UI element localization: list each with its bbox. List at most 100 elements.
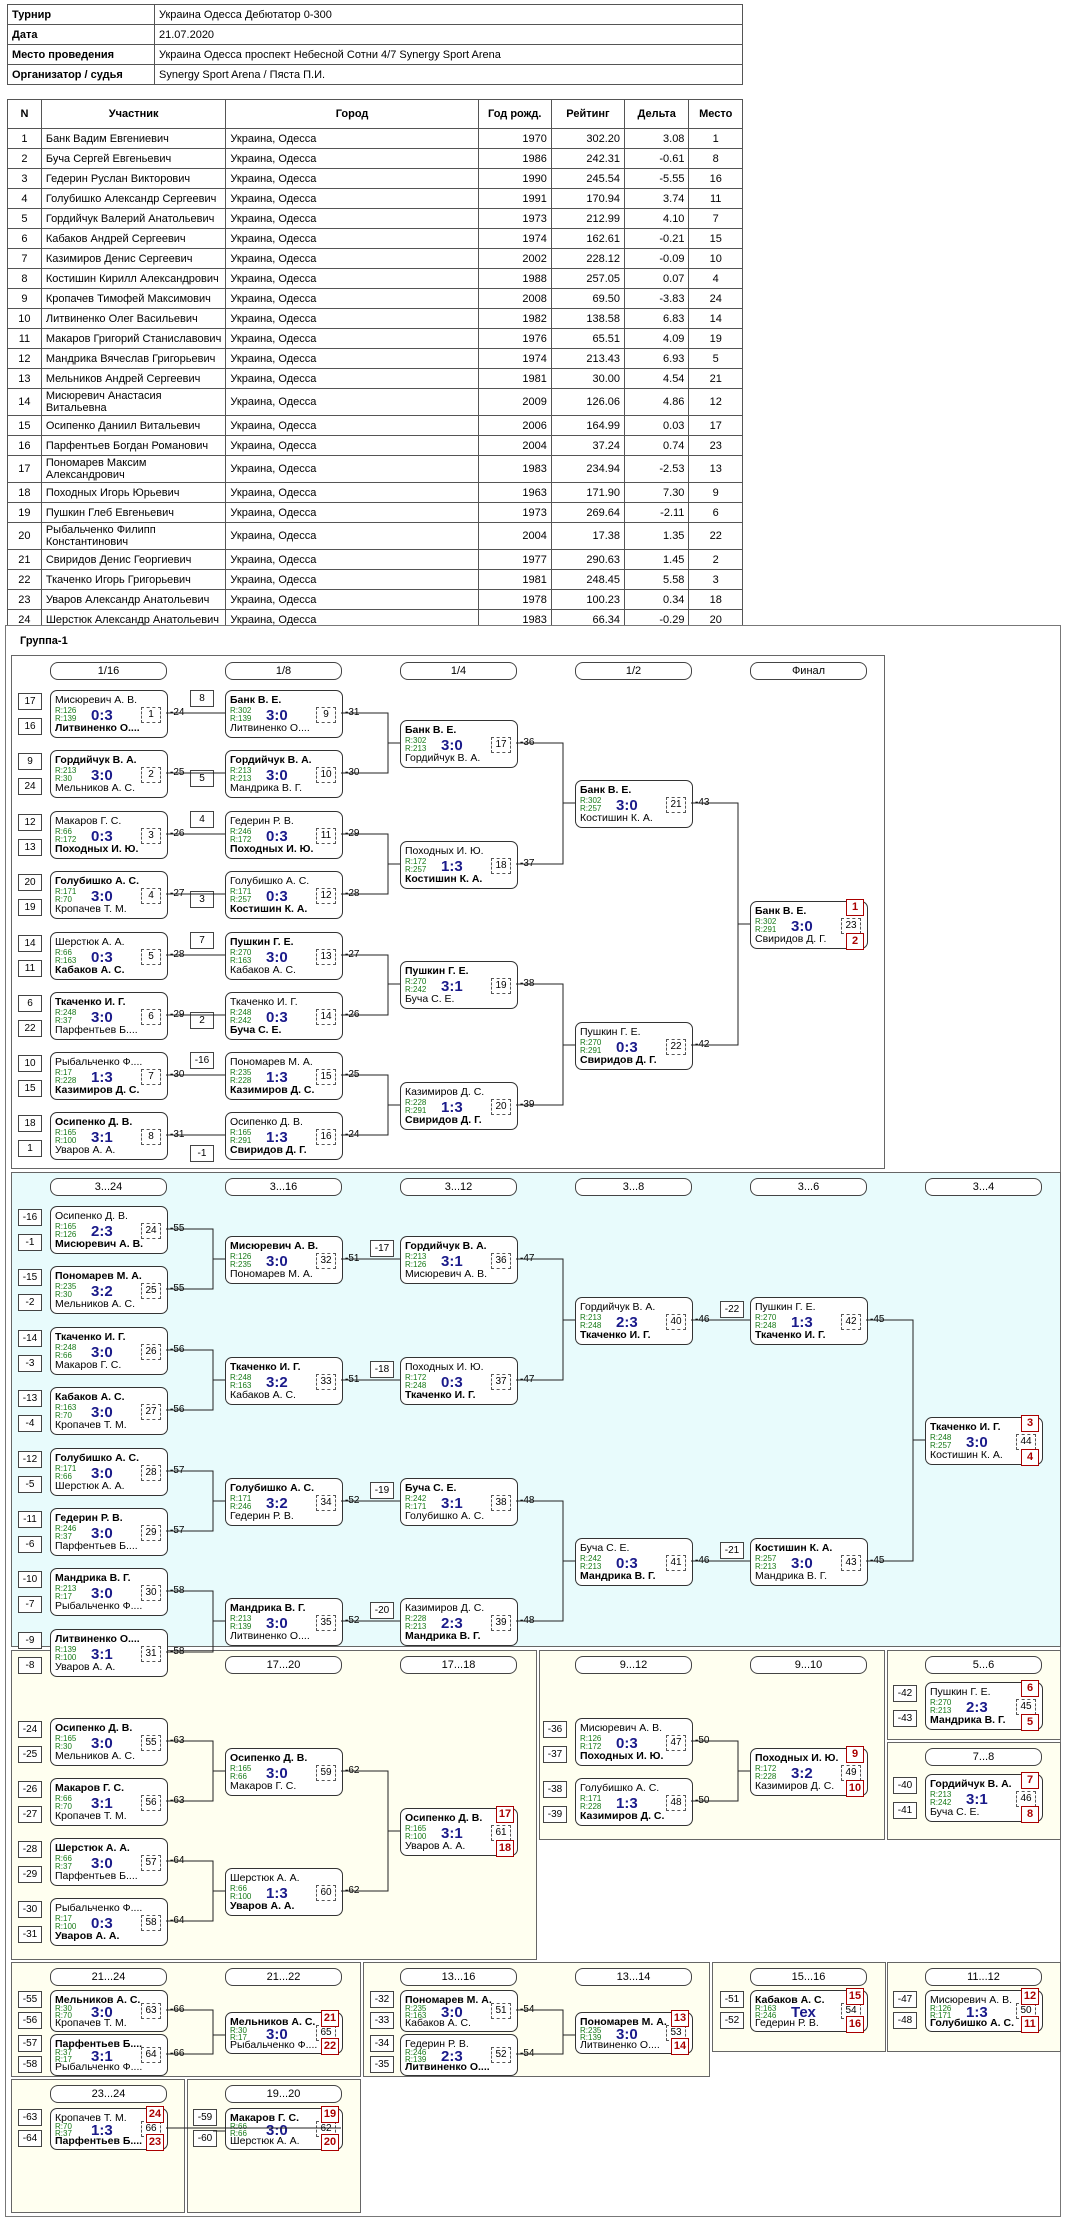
- loser-destination: -56: [170, 1344, 185, 1355]
- match-player-2: Кропачев Т. М.: [55, 2017, 127, 2029]
- match-player-2: Свиридов Д. Г.: [230, 1144, 307, 1156]
- loser-destination: -50: [695, 1795, 710, 1806]
- match-player-2: Макаров Г. С.: [230, 1780, 297, 1792]
- match-score: 3:1: [91, 1646, 113, 1663]
- match-score: 3:0: [266, 707, 288, 724]
- player-1-rating: R:172: [405, 857, 427, 866]
- table-cell: 7: [688, 208, 743, 229]
- table-cell: 6.93: [624, 348, 690, 369]
- seed-label: 18: [18, 1115, 42, 1132]
- player-2-rating: R:163: [405, 2011, 427, 2020]
- match-number: 38: [491, 1495, 511, 1511]
- seed-label: -7: [18, 1596, 42, 1613]
- player-1-rating: R:165: [230, 1764, 252, 1773]
- table-cell: 0.03: [624, 415, 690, 436]
- seed-label: 16: [18, 718, 42, 735]
- match-score: 3:0: [266, 767, 288, 784]
- match-number: 34: [316, 1495, 336, 1511]
- seed-label: -55: [18, 1991, 42, 2008]
- seed-label: -3: [18, 1355, 42, 1372]
- table-cell: Макаров Григорий Станиславович: [40, 328, 227, 349]
- match-number: 32: [316, 1253, 336, 1269]
- seed-label: 11: [18, 960, 42, 977]
- place-label: 11: [1021, 2016, 1039, 2033]
- info-key: Место проведения: [7, 44, 155, 65]
- match-player-1: Гедерин Р. В.: [230, 815, 294, 827]
- player-1-rating: R:242: [405, 1494, 427, 1503]
- table-cell: Украина, Одесса: [225, 308, 479, 329]
- table-cell: Литвиненко Олег Васильевич: [40, 308, 227, 329]
- match-number: 31: [141, 1646, 161, 1662]
- table-cell: Украина, Одесса: [225, 522, 479, 550]
- player-2-rating: R:17: [55, 2055, 72, 2064]
- match-player-1: Мельников А. С.: [230, 2016, 316, 2028]
- loser-destination: -46: [695, 1314, 710, 1325]
- match-player-1: Гордийчук В. А.: [230, 754, 312, 766]
- table-cell: 20: [7, 522, 42, 550]
- match-number: 33: [316, 1374, 336, 1390]
- match-score: 3:0: [91, 767, 113, 784]
- table-cell: Украина, Одесса: [225, 549, 479, 570]
- table-cell: Буча Сергей Евгеньевич: [40, 148, 227, 169]
- match-player-1: Кропачев Т. М.: [55, 2112, 127, 2124]
- seed-label: 9: [18, 753, 42, 770]
- table-cell: Осипенко Даниил Витальевич: [40, 415, 227, 436]
- match-number: 46: [1016, 1791, 1036, 1807]
- place-label: 3: [1021, 1415, 1039, 1432]
- match-score: 3:1: [91, 2048, 113, 2065]
- match-player-2: Уваров А. А.: [55, 1930, 120, 1942]
- match-player-1: Гордийчук В. А.: [55, 754, 137, 766]
- seed-label: -60: [193, 2130, 217, 2147]
- player-1-rating: R:66: [230, 1884, 247, 1893]
- player-1-rating: R:248: [55, 1008, 77, 1017]
- loser-destination: -47: [520, 1374, 535, 1385]
- loser-destination: -58: [170, 1585, 185, 1596]
- match-number: 45: [1016, 1699, 1036, 1715]
- match-player-1: Макаров Г. С.: [55, 815, 122, 827]
- seed-label: -58: [18, 2056, 42, 2073]
- table-cell: 4.10: [624, 208, 690, 229]
- seed-label: -28: [18, 1841, 42, 1858]
- loser-destination: -51: [345, 1374, 360, 1385]
- loser-destination: -28: [345, 888, 360, 899]
- match-number: 17: [491, 737, 511, 753]
- table-cell: -0.61: [624, 148, 690, 169]
- player-1-rating: R:213: [405, 1252, 427, 1261]
- table-cell: -3.83: [624, 288, 690, 309]
- player-2-rating: R:66: [55, 1472, 72, 1481]
- match-number: 44: [1016, 1434, 1036, 1450]
- place-label: 18: [496, 1840, 514, 1857]
- seed-label: -48: [893, 2012, 917, 2029]
- match-player-2: Свиридов Д. Г.: [580, 1054, 657, 1066]
- match-player-2: Литвиненко О....: [580, 2039, 660, 2051]
- table-cell: 1983: [477, 455, 552, 483]
- table-cell: Парфентьев Богдан Романович: [40, 435, 227, 456]
- seed-label: -6: [18, 1536, 42, 1553]
- table-cell: 6: [7, 228, 42, 249]
- place-label: 1: [846, 899, 864, 916]
- seed-label: -59: [193, 2109, 217, 2126]
- match-score: 2:3: [441, 2048, 463, 2065]
- seed-label: -36: [543, 1721, 567, 1738]
- table-cell: 1963: [477, 482, 552, 503]
- match-player-1: Рыбальченко Ф....: [55, 1902, 143, 1914]
- seed-label: -34: [370, 2035, 394, 2052]
- table-cell: 0.07: [624, 268, 690, 289]
- table-cell: Украина, Одесса: [225, 288, 479, 309]
- table-cell: Украина, Одесса: [225, 502, 479, 523]
- match-score: 1:3: [266, 1129, 288, 1146]
- table-cell: 15: [7, 415, 42, 436]
- match-number: 19: [491, 978, 511, 994]
- seed-label: -29: [18, 1866, 42, 1883]
